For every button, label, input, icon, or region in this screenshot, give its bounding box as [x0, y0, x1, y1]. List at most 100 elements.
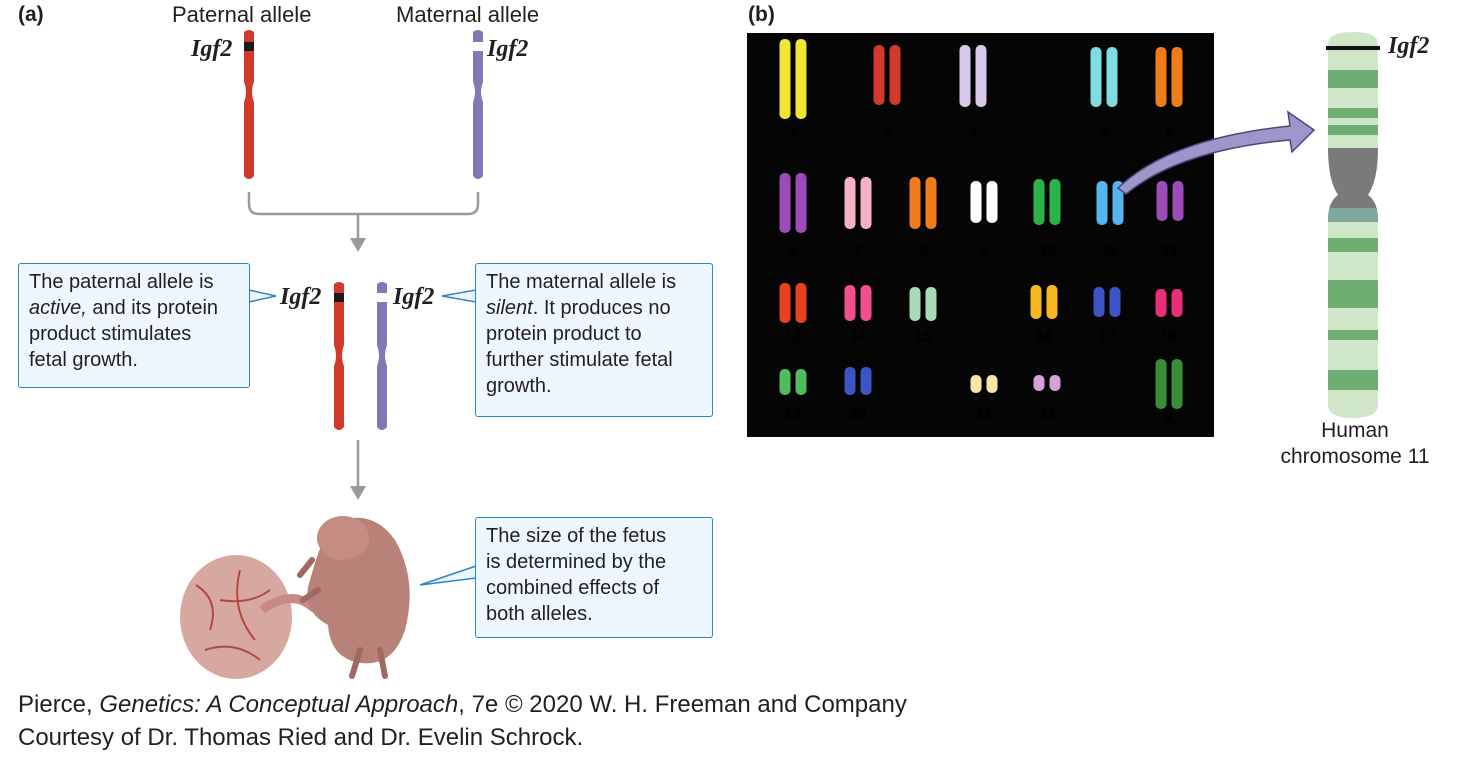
chromosome-number-label: 18: [1161, 328, 1178, 345]
chromosome-number-label: 13: [785, 328, 802, 345]
chromosome-X-copy-1: [1155, 359, 1167, 409]
panel-a-label: (a): [18, 3, 44, 26]
merge-arrowhead: [350, 238, 366, 252]
chromosome-22-copy-1: [1033, 375, 1045, 391]
chromosome-number-label: 17: [1099, 328, 1116, 345]
paternal-allele-title: Paternal allele: [172, 2, 312, 27]
chromosome-number-label: 8: [919, 242, 927, 259]
zygote-maternal-gene-label: Igf2: [393, 284, 435, 310]
panel-a-diagram: [180, 30, 483, 679]
chromosome-8-copy-2: [925, 177, 937, 229]
igf2-locus-band: [1326, 46, 1380, 50]
chromosome-10-copy-1: [1033, 179, 1045, 225]
callout-fetus-line2: is determined by the: [486, 551, 667, 573]
chromosome-number-label: X: [1164, 410, 1174, 427]
callout-fetus-line3: combined effects of: [486, 577, 660, 599]
chromosome-11-caption-line2: chromosome 11: [1280, 445, 1430, 468]
chromosome-number-label: 11: [1102, 242, 1118, 259]
chromosome-16-copy-1: [1030, 285, 1042, 319]
chromosome-11-ideogram: [1326, 32, 1380, 418]
chromosome-7-copy-2: [860, 177, 872, 229]
chromosome-3-copy-2: [975, 45, 987, 107]
callout-fetus: The size of the fetus is determined by t…: [475, 517, 713, 638]
chromosome-5-copy-1: [1155, 47, 1167, 107]
chromosome-16-copy-2: [1046, 285, 1058, 319]
chromosome-9-copy-1: [970, 181, 982, 223]
zoom-arrow: [1116, 110, 1316, 195]
chromosome-14-copy-2: [860, 285, 872, 321]
chromosome-4-copy-2: [1106, 47, 1118, 107]
paternal-igf2-band: [244, 42, 254, 51]
chromosome-11-caption: Human chromosome 11: [1255, 418, 1455, 470]
chromosome-3-copy-1: [959, 45, 971, 107]
chromosome-13-copy-2: [795, 283, 807, 323]
zygote-paternal-gene-label: Igf2: [280, 284, 322, 310]
callout-paternal-pointer: [248, 289, 277, 303]
chromosome-20-copy-1: [844, 367, 856, 395]
callout-paternal-line2: active, and its protein: [29, 297, 219, 319]
chromosome-number-label: 12: [1162, 242, 1179, 259]
paternal-chromosome: [244, 30, 254, 179]
chromosome-12-copy-1: [1156, 181, 1168, 221]
chromosome-number-label: 19: [785, 406, 802, 423]
callout-maternal-line1: The maternal allele is: [486, 271, 677, 293]
chromosome-number-label: 20: [850, 406, 867, 423]
chromosome-number-label: 21: [976, 406, 993, 423]
callout-maternal-line5: growth.: [486, 375, 552, 397]
chromosome-2-copy-1: [873, 45, 885, 105]
credit-line2: Courtesy of Dr. Thomas Ried and Dr. Evel…: [18, 724, 584, 751]
callout-maternal-line2: silent. It produces no: [486, 297, 671, 319]
chromosome-8-copy-1: [909, 177, 921, 229]
chromosome-22-copy-2: [1049, 375, 1061, 391]
zygote-maternal-chromosome: [377, 282, 387, 430]
callout-paternal-line4: fetal growth.: [29, 349, 138, 371]
paternal-gene-label: Igf2: [191, 36, 233, 62]
chromosome-4-copy-1: [1090, 47, 1102, 107]
chromosome-19-copy-2: [795, 369, 807, 395]
chromosome-9-copy-2: [986, 181, 998, 223]
chromosome-7-copy-1: [844, 177, 856, 229]
chromosome-10-copy-2: [1049, 179, 1061, 225]
chromosome-5-copy-2: [1171, 47, 1183, 107]
chromosome-number-label: 2: [883, 124, 891, 141]
chromosome-2-copy-2: [889, 45, 901, 105]
credit-line1: Pierce, Genetics: A Conceptual Approach,…: [18, 691, 907, 718]
chromosome-17-copy-2: [1109, 287, 1121, 317]
maternal-gene-label: Igf2: [487, 36, 529, 62]
chromosome-number-label: 7: [854, 242, 862, 259]
fetus-head: [317, 516, 369, 560]
maternal-chromosome: [473, 30, 483, 179]
chromosome-X-copy-2: [1171, 359, 1183, 409]
callout-maternal-line4: further stimulate fetal: [486, 349, 673, 371]
chromosome-number-label: 5: [1165, 124, 1173, 141]
callout-fetus-line1: The size of the fetus: [486, 525, 667, 547]
callout-paternal: The paternal allele is active, and its p…: [18, 263, 250, 388]
chromosome-21-copy-1: [970, 375, 982, 393]
fetus-illustration: [180, 516, 410, 679]
callout-fetus-line4: both alleles.: [486, 603, 593, 625]
chromosome-21-copy-2: [986, 375, 998, 393]
callout-fetus-pointer: [419, 565, 477, 586]
chromosome-11-caption-line1: Human: [1321, 419, 1389, 442]
chromosome-19-copy-1: [779, 369, 791, 395]
callout-maternal-pointer: [441, 289, 477, 303]
chromosome-number-label: 16: [1036, 328, 1053, 345]
chromosome-14-copy-1: [844, 285, 856, 321]
chromosome-1-copy-1: [779, 39, 791, 119]
chromosome-number-label: 6: [789, 242, 797, 259]
chromosome-number-label: 15: [915, 328, 932, 345]
chromosome-number-label: 9: [980, 242, 988, 259]
chromosome-number-label: 14: [850, 328, 867, 345]
chromosome-11-gene-label: Igf2: [1388, 33, 1430, 59]
chromosome-11-copy-1: [1096, 181, 1108, 225]
chromosome-15-copy-2: [925, 287, 937, 321]
chromosome-20-copy-2: [860, 367, 872, 395]
chromosome-13-copy-1: [779, 283, 791, 323]
chromosome-number-label: 4: [1100, 124, 1109, 141]
callout-maternal: The maternal allele is silent. It produc…: [475, 263, 713, 417]
chromosome-18-copy-2: [1171, 289, 1183, 317]
chromosome-number-label: 10: [1039, 242, 1056, 259]
maternal-igf2-band: [473, 42, 483, 51]
chromosome-number-label: 1: [789, 124, 797, 141]
